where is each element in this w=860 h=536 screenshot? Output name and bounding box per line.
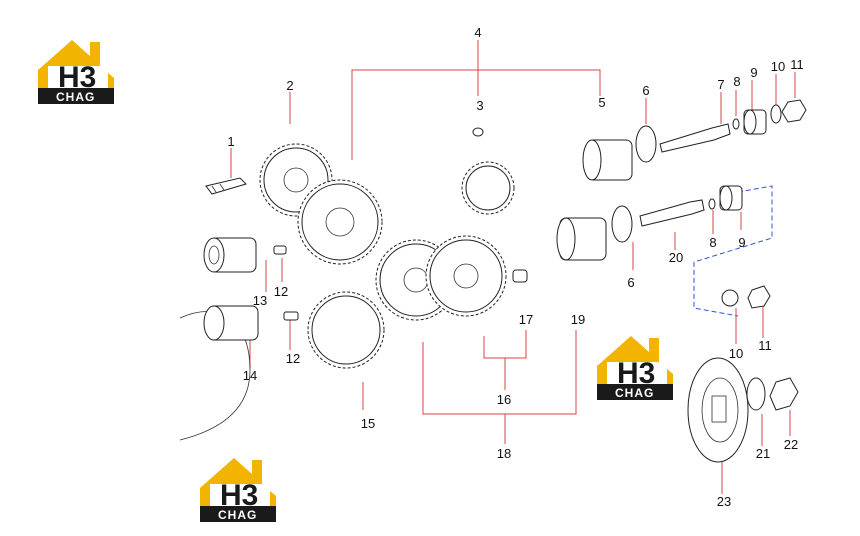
part-10-washer-b (721, 289, 739, 307)
callout-17: 17 (519, 312, 533, 327)
brand-logo-center-right: H3 CHAG (597, 336, 673, 400)
callout-6-b: 6 (627, 275, 634, 290)
callout-10: 10 (771, 59, 785, 74)
callout-1: 1 (227, 134, 234, 149)
parts (179, 99, 807, 463)
part-19-bushing (556, 217, 607, 261)
part-23-plate (687, 357, 749, 463)
part-1-pin (205, 177, 247, 195)
part-10-washer-a (770, 104, 782, 124)
part-17-pin (512, 269, 528, 283)
callout-15: 15 (361, 416, 375, 431)
part-13-bushing (203, 237, 257, 273)
part-22-nut (769, 377, 799, 411)
callout-13: 13 (253, 293, 267, 308)
callout-2: 2 (286, 78, 293, 93)
callout-7: 7 (717, 77, 724, 92)
callout-22: 22 (784, 437, 798, 452)
callout-labels: 1 2 3 4 5 6 7 8 9 10 11 12 12 13 14 15 1… (227, 25, 803, 509)
logo-mark: H3 (58, 61, 96, 94)
callout-11-b: 11 (758, 338, 772, 353)
callout-20: 20 (669, 250, 683, 265)
part-9-nut-b (719, 185, 743, 211)
callout-16: 16 (497, 392, 511, 407)
callout-6: 6 (642, 83, 649, 98)
logo-caption: CHAG (615, 386, 654, 400)
part-7-shaft (659, 123, 731, 153)
callout-9-b: 9 (738, 235, 745, 250)
brand-logo-bottom-left: H3 CHAG (200, 458, 276, 522)
part-14-bushing (203, 305, 259, 341)
callout-12-a: 12 (274, 284, 288, 299)
callout-18: 18 (497, 446, 511, 461)
ghost-outline (693, 185, 773, 317)
callout-5: 5 (598, 95, 605, 110)
part-9-nut-a (743, 109, 767, 135)
callout-23: 23 (717, 494, 731, 509)
part-5-bushing (582, 139, 633, 181)
logo-mark: H3 (220, 479, 258, 512)
logo-caption: CHAG (218, 508, 257, 522)
part-12-key-a (273, 245, 287, 255)
part-gear-large (297, 179, 383, 265)
part-21-washer (746, 377, 766, 411)
part-15-gear (307, 291, 385, 369)
callout-10-b: 10 (729, 346, 743, 361)
part-6-washer-b (611, 205, 633, 243)
callout-3: 3 (476, 98, 483, 113)
logo-caption: CHAG (56, 90, 95, 104)
brand-logo-top-left: H3 CHAG (38, 40, 114, 104)
callout-11: 11 (790, 57, 804, 72)
part-12-key-b (283, 311, 299, 321)
part-20-shaft (639, 199, 705, 227)
part-16-gear (425, 235, 507, 317)
part-11-nut-b (747, 285, 771, 309)
callout-19: 19 (571, 312, 585, 327)
callout-8-b: 8 (709, 235, 716, 250)
callout-9: 9 (750, 65, 757, 80)
part-3-key (472, 127, 484, 137)
callout-21: 21 (756, 446, 770, 461)
callout-14: 14 (243, 368, 257, 383)
part-11-nut-a (781, 99, 807, 123)
callout-8: 8 (733, 74, 740, 89)
part-8-ring-b (708, 198, 716, 210)
logo-mark: H3 (617, 357, 655, 390)
part-gear-small (461, 161, 515, 215)
callout-4: 4 (474, 25, 481, 40)
callout-12-b: 12 (286, 351, 300, 366)
part-8-ring-a (732, 118, 740, 130)
part-6-washer-a (635, 125, 657, 163)
